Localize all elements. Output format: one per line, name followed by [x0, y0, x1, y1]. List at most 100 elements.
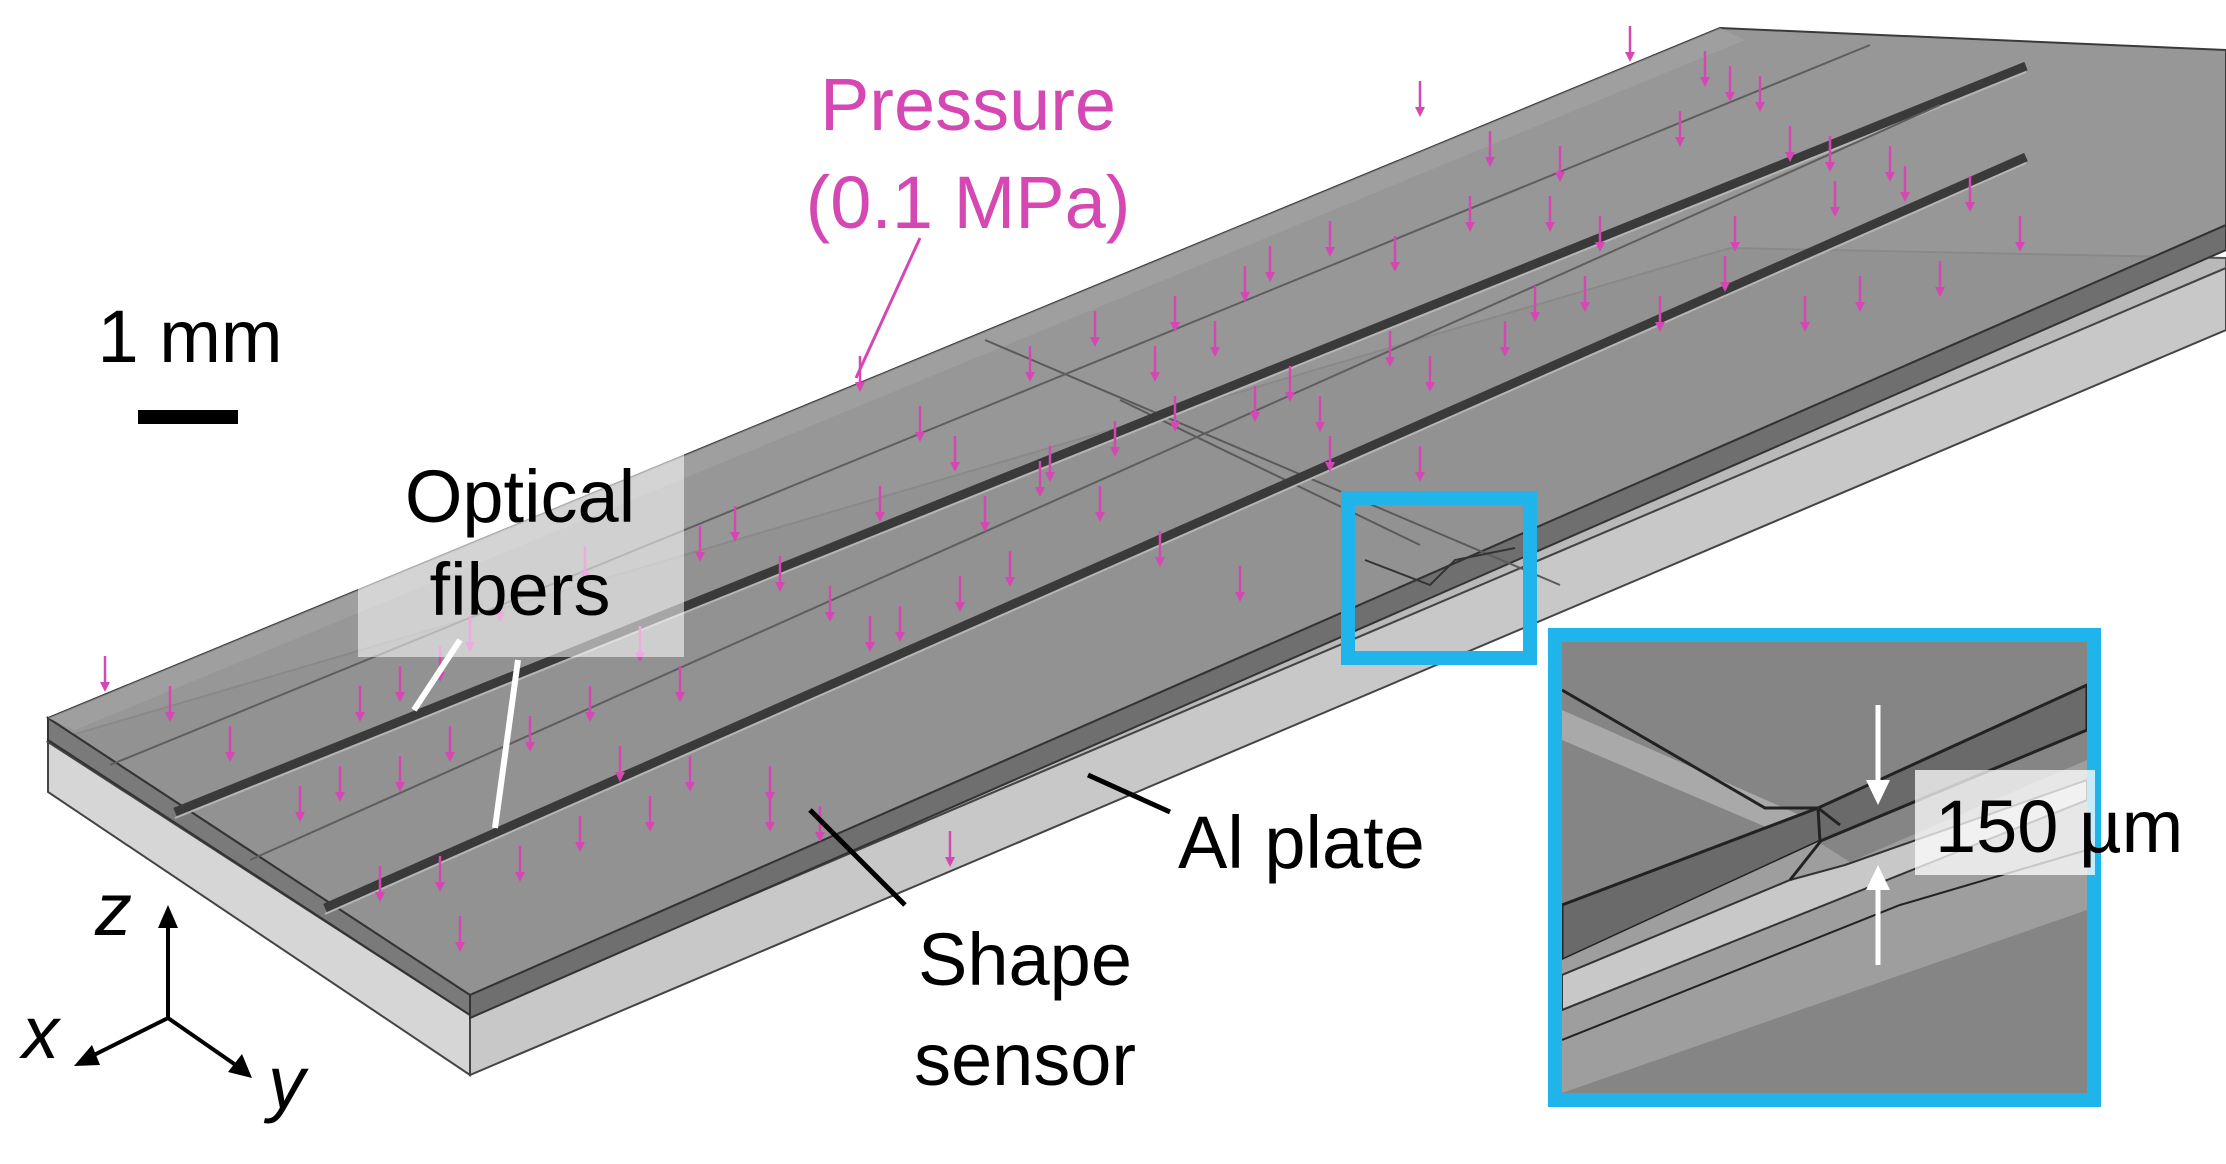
axis-y-line	[166, 1016, 242, 1070]
arrow-down-icon	[1095, 512, 1105, 522]
arrow-down-icon	[2015, 242, 2025, 252]
arrow-down-icon	[1825, 162, 1835, 172]
arrow-down-icon	[1730, 242, 1740, 252]
inset-groove-face	[1562, 710, 1820, 850]
arrow-down-icon	[335, 792, 345, 802]
arrow-down-icon	[1235, 592, 1245, 602]
axis-z-arrowhead	[158, 905, 178, 928]
axis-x-label: x	[19, 991, 62, 1074]
arrow-down-icon	[1580, 302, 1590, 312]
arrow-down-icon	[615, 772, 625, 782]
arrow-down-icon	[855, 382, 865, 392]
arrow-down-icon	[1655, 322, 1665, 332]
optical-label-line1: Optical	[405, 455, 635, 538]
arrow-down-icon	[945, 857, 955, 867]
optical-fibers	[109, 44, 2028, 915]
arrow-down-icon	[1965, 202, 1975, 212]
arrow-down-icon	[1285, 392, 1295, 402]
arrow-down-icon	[1595, 242, 1605, 252]
thickness-label: 150 µm	[1935, 785, 2183, 868]
arrow-down-icon	[950, 462, 960, 472]
arrow-down-icon	[1325, 247, 1335, 257]
shape-sensor-label-line1: Shape	[918, 918, 1132, 1001]
arrow-down-icon	[685, 782, 695, 792]
arrow-down-icon	[1555, 172, 1565, 182]
sensor-grid-line	[1119, 399, 1421, 546]
arrow-down-icon	[1240, 292, 1250, 302]
optical-fiber-1	[173, 61, 2028, 817]
arrow-down-icon	[375, 892, 385, 902]
shape-sensor-label-line2: sensor	[914, 1018, 1136, 1101]
arrow-down-icon	[875, 512, 885, 522]
arrow-down-icon	[585, 712, 595, 722]
arrow-down-icon	[395, 782, 405, 792]
arrow-down-icon	[895, 632, 905, 642]
scale-bar	[138, 410, 238, 424]
arrow-down-icon	[1090, 337, 1100, 347]
highlight-box-small	[1341, 491, 1537, 665]
arrow-down-icon	[515, 872, 525, 882]
arrow-down-icon	[1110, 447, 1120, 457]
arrow-down-icon	[645, 822, 655, 832]
arrow-down-icon	[1170, 422, 1180, 432]
thickness-arrow-top-head	[1866, 780, 1890, 805]
arrow-down-icon	[675, 692, 685, 702]
arrow-down-icon	[435, 882, 445, 892]
optical-fiber-2	[323, 152, 2028, 913]
arrow-down-icon	[445, 752, 455, 762]
axis-y-arrowhead	[228, 1054, 252, 1078]
arrow-down-icon	[1500, 347, 1510, 357]
arrow-down-icon	[1900, 192, 1910, 202]
shape-sensor-leader	[808, 808, 907, 907]
arrow-down-icon	[1170, 322, 1180, 332]
arrow-down-icon	[1800, 322, 1810, 332]
arrow-down-icon	[165, 712, 175, 722]
pressure-label-line1: Pressure	[820, 63, 1116, 146]
arrow-down-icon	[1465, 222, 1475, 232]
optical-label-line2: fibers	[430, 548, 611, 631]
optical-fiber-2-highlight	[324, 162, 2027, 915]
scale-label: 1 mm	[98, 295, 283, 378]
arrow-down-icon	[815, 832, 825, 842]
axes-icon: z x y	[19, 868, 309, 1124]
arrow-down-icon	[915, 432, 925, 442]
arrow-down-icon	[1720, 282, 1730, 292]
arrow-down-icon	[295, 812, 305, 822]
arrow-down-icon	[1885, 172, 1895, 182]
arrow-down-icon	[525, 742, 535, 752]
arrow-down-icon	[765, 822, 775, 832]
arrow-down-icon	[1025, 372, 1035, 382]
inset-edge-line	[1562, 688, 1841, 827]
arrow-down-icon	[1315, 422, 1325, 432]
arrow-down-icon	[825, 612, 835, 622]
arrow-down-icon	[1530, 312, 1540, 322]
arrow-down-icon	[1855, 302, 1865, 312]
arrow-down-icon	[1265, 272, 1275, 282]
axis-x-arrowhead	[74, 1045, 100, 1066]
arrow-down-icon	[1935, 287, 1945, 297]
arrow-down-icon	[1210, 347, 1220, 357]
arrow-down-icon	[100, 682, 110, 692]
pressure-leader-line	[854, 237, 922, 379]
al-plate-leader	[1086, 772, 1172, 815]
arrow-down-icon	[980, 522, 990, 532]
arrow-down-icon	[1250, 412, 1260, 422]
arrow-down-icon	[1785, 152, 1795, 162]
arrow-down-icon	[1045, 472, 1055, 482]
arrow-down-icon	[695, 552, 705, 562]
arrow-down-icon	[1150, 372, 1160, 382]
arrow-down-icon	[1035, 487, 1045, 497]
arrow-down-icon	[730, 532, 740, 542]
channel-line	[249, 104, 1941, 861]
arrow-down-icon	[1755, 102, 1765, 112]
arrow-down-icon	[955, 602, 965, 612]
arrow-down-icon	[355, 712, 365, 722]
arrow-down-icon	[1545, 222, 1555, 232]
arrow-down-icon	[1325, 462, 1335, 472]
arrow-down-icon	[225, 752, 235, 762]
arrow-down-icon	[1390, 262, 1400, 272]
axis-z-label: z	[94, 868, 132, 951]
arrow-down-icon	[865, 642, 875, 652]
